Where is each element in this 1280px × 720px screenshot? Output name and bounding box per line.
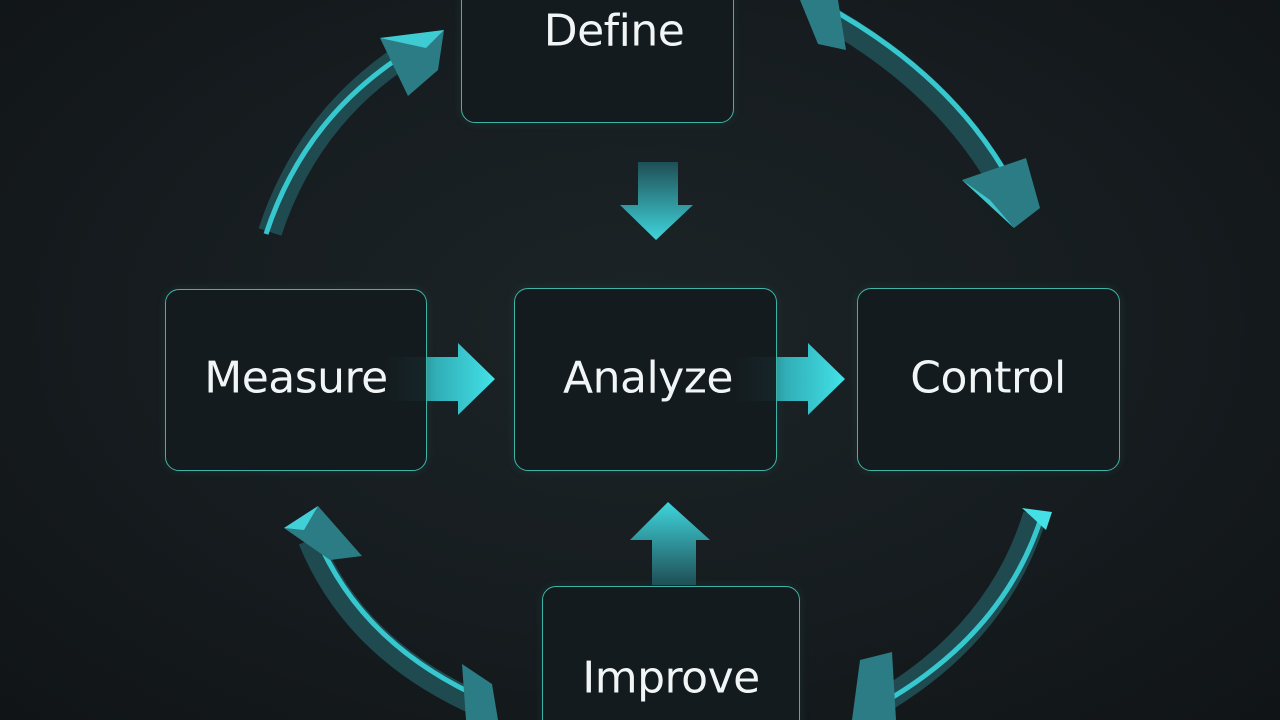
measure-box <box>165 289 427 471</box>
improve-label: Improve <box>582 652 760 704</box>
arrow-define-to-analyze <box>620 162 693 240</box>
curved-arrow-bottom-right <box>852 508 1052 720</box>
define-box <box>461 0 734 123</box>
analyze-label: Analyze <box>563 352 733 404</box>
arrow-improve-to-analyze <box>630 502 710 585</box>
control-label: Control <box>910 352 1066 404</box>
curved-arrow-top-right <box>800 0 1040 228</box>
measure-label: Measure <box>204 352 388 404</box>
improve-box <box>542 586 800 720</box>
analyze-box <box>514 288 777 471</box>
curved-arrow-top-left <box>258 30 444 236</box>
curved-arrow-bottom-left <box>284 506 498 720</box>
control-box <box>857 288 1120 471</box>
define-label: Define <box>543 5 685 57</box>
